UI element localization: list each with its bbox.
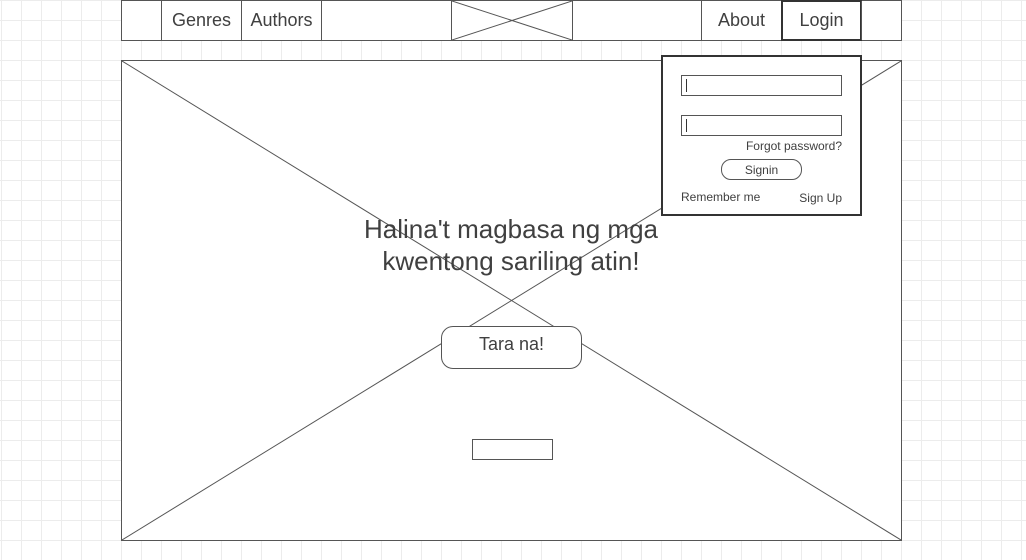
remember-me-label[interactable]: Remember me — [681, 190, 761, 204]
hero-heading-line: kwentong sariling atin! — [382, 246, 640, 276]
nav-genres-link[interactable]: Genres — [162, 1, 241, 40]
password-input[interactable] — [681, 115, 842, 136]
text-cursor — [686, 119, 687, 132]
nav-divider — [321, 1, 322, 40]
nav-genres-label: Genres — [171, 10, 232, 30]
signin-button[interactable]: Signin — [721, 159, 802, 180]
hero-heading-line: Halina't magbasa ng mga — [363, 214, 659, 244]
top-navbar: Genres Authors About Login — [121, 0, 902, 41]
tara-na-button[interactable]: Tara na! — [441, 326, 582, 369]
nav-about-label: About — [717, 10, 766, 30]
nav-login-button[interactable]: Login — [781, 0, 862, 41]
nav-divider — [701, 1, 702, 40]
signin-label: Signin — [744, 162, 779, 177]
signup-link[interactable]: Sign Up — [799, 191, 842, 205]
logo-image-placeholder[interactable] — [451, 0, 573, 41]
nav-authors-label: Authors — [250, 10, 313, 30]
nav-divider — [161, 1, 162, 40]
nav-about-link[interactable]: About — [702, 1, 781, 40]
small-placeholder-box — [472, 439, 553, 460]
nav-authors-link[interactable]: Authors — [242, 1, 321, 40]
nav-login-label: Login — [799, 10, 844, 30]
nav-divider — [241, 1, 242, 40]
cta-button-label: Tara na! — [478, 334, 545, 354]
login-dropdown: Forgot password? Signin Remember me Sign… — [661, 55, 862, 216]
forgot-password-link[interactable]: Forgot password? — [745, 139, 842, 153]
image-placeholder-icon — [451, 0, 573, 41]
username-input[interactable] — [681, 75, 842, 96]
text-cursor — [686, 79, 687, 92]
nav-divider — [861, 1, 862, 40]
hero-heading: Halina't magbasa ng mga kwentong sarilin… — [311, 213, 711, 277]
